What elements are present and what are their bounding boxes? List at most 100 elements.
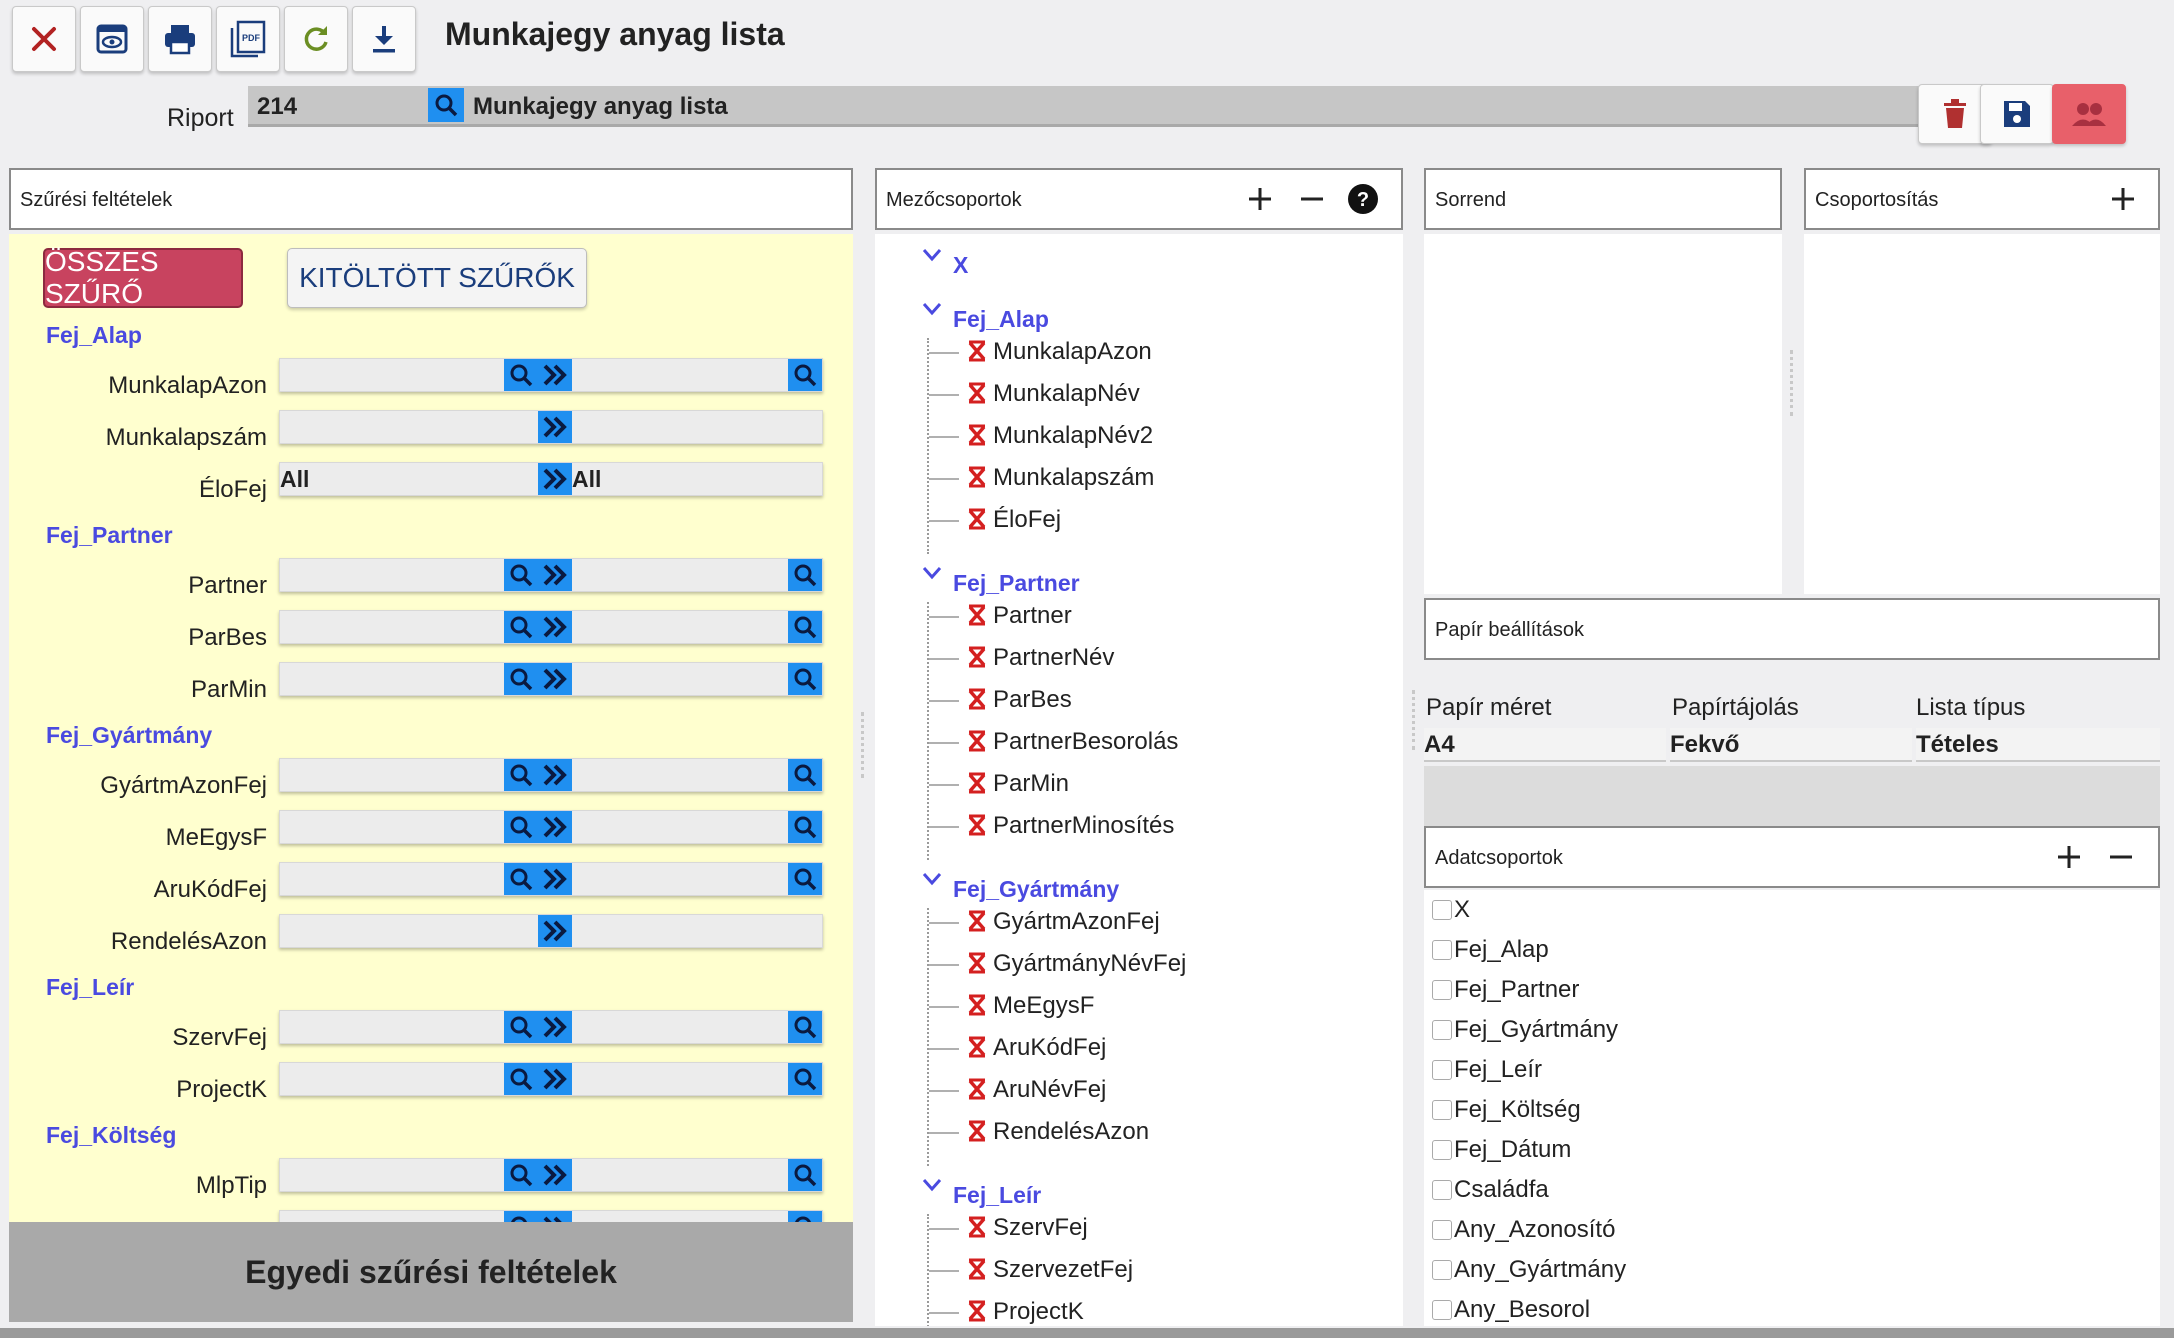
- remove-field-button[interactable]: [967, 1120, 987, 1147]
- remove-field-icon[interactable]: [967, 772, 987, 794]
- copy-range-button[interactable]: [538, 559, 572, 591]
- tree-field-item[interactable]: MunkalapAzon: [993, 338, 1152, 365]
- data-group-item[interactable]: X: [1432, 896, 1470, 924]
- plus-icon[interactable]: [1245, 184, 1275, 214]
- data-group-item[interactable]: Fej_Alap: [1432, 936, 1549, 964]
- remove-field-icon[interactable]: [967, 466, 987, 488]
- data-group-item[interactable]: Fej_Leír: [1432, 1056, 1542, 1084]
- copy-range-button[interactable]: [538, 411, 572, 443]
- filter-range-input[interactable]: [279, 1158, 823, 1192]
- remove-field-icon[interactable]: [967, 1120, 987, 1142]
- filter-range-input[interactable]: [279, 662, 823, 696]
- tree-field-item[interactable]: MeEgysF: [993, 992, 1095, 1019]
- tree-toggle[interactable]: [922, 1178, 942, 1197]
- search-from-button[interactable]: [504, 1063, 538, 1095]
- copy-range-button[interactable]: [538, 863, 572, 895]
- filter-range-input[interactable]: [279, 810, 823, 844]
- copy-range-button[interactable]: [538, 1159, 572, 1191]
- search-from-button[interactable]: [504, 759, 538, 791]
- remove-field-icon[interactable]: [967, 1078, 987, 1100]
- tree-toggle[interactable]: [922, 872, 942, 891]
- data-group-item[interactable]: Any_Besorol: [1432, 1296, 1590, 1324]
- grouping-list[interactable]: [1804, 234, 2160, 594]
- remove-field-icon[interactable]: [967, 952, 987, 974]
- preview-button[interactable]: [80, 6, 144, 72]
- search-from-button[interactable]: [504, 863, 538, 895]
- tree-field-item[interactable]: AruNévFej: [993, 1076, 1107, 1103]
- tree-field-item[interactable]: PartnerMinosítés: [993, 812, 1175, 839]
- help-icon[interactable]: ?: [1347, 183, 1379, 215]
- tree-group-title[interactable]: Fej_Partner: [953, 570, 1080, 596]
- search-to-button[interactable]: [788, 863, 822, 895]
- tree-field-item[interactable]: ParMin: [993, 770, 1070, 797]
- remove-field-button[interactable]: [967, 424, 987, 451]
- search-to-button[interactable]: [788, 611, 822, 643]
- search-from-button[interactable]: [504, 559, 538, 591]
- filter-to-value[interactable]: All: [572, 466, 602, 492]
- filter-range-input[interactable]: [279, 410, 823, 444]
- remove-field-button[interactable]: [967, 1216, 987, 1243]
- users-button[interactable]: [2052, 84, 2126, 144]
- splitter-handle[interactable]: [1790, 350, 1799, 416]
- search-to-button[interactable]: [788, 759, 822, 791]
- tree-field-item[interactable]: ParBes: [993, 686, 1072, 713]
- minus-icon[interactable]: [2106, 842, 2136, 872]
- remove-field-button[interactable]: [967, 910, 987, 937]
- plus-icon[interactable]: [2108, 184, 2138, 214]
- tree-field-item[interactable]: ÉloFej: [993, 506, 1062, 533]
- data-group-item[interactable]: Fej_Dátum: [1432, 1136, 1571, 1164]
- remove-field-button[interactable]: [967, 1300, 987, 1326]
- search-to-button[interactable]: [788, 1159, 822, 1191]
- data-group-item[interactable]: Fej_Partner: [1432, 976, 1579, 1004]
- filter-from-value[interactable]: All: [280, 466, 310, 492]
- search-from-button[interactable]: [504, 1159, 538, 1191]
- tree-group-title[interactable]: Fej_Leír: [953, 1182, 1042, 1208]
- paper-size-select[interactable]: A4: [1424, 728, 1666, 762]
- remove-field-icon[interactable]: [967, 508, 987, 530]
- splitter-handle[interactable]: [861, 712, 870, 778]
- search-to-button[interactable]: [788, 811, 822, 843]
- data-group-item[interactable]: Any_Azonosító: [1432, 1216, 1615, 1244]
- remove-field-icon[interactable]: [967, 814, 987, 836]
- remove-field-button[interactable]: [967, 646, 987, 673]
- tab-filled-filters[interactable]: KITÖLTÖTT SZŰRŐK: [287, 248, 587, 308]
- refresh-button[interactable]: [284, 6, 348, 72]
- copy-range-button[interactable]: [538, 759, 572, 791]
- copy-range-button[interactable]: [538, 1063, 572, 1095]
- copy-range-button[interactable]: [538, 1011, 572, 1043]
- tree-toggle[interactable]: [922, 248, 942, 267]
- filter-range-input[interactable]: All All: [279, 462, 823, 496]
- checkbox[interactable]: [1432, 1140, 1452, 1160]
- delete-button[interactable]: [1918, 84, 1992, 144]
- checkbox[interactable]: [1432, 1180, 1452, 1200]
- copy-range-button[interactable]: [538, 463, 572, 495]
- remove-field-icon[interactable]: [967, 424, 987, 446]
- pdf-button[interactable]: PDF: [216, 6, 280, 72]
- copy-range-button[interactable]: [538, 915, 572, 947]
- search-to-button[interactable]: [788, 1011, 822, 1043]
- chevron-down-icon[interactable]: [922, 1178, 942, 1192]
- list-type-select[interactable]: Tételes: [1916, 728, 2160, 762]
- tab-all-filters[interactable]: ÖSSZES SZŰRŐ: [43, 246, 243, 309]
- plus-icon[interactable]: [2054, 842, 2084, 872]
- filter-range-input[interactable]: [279, 610, 823, 644]
- search-to-button[interactable]: [788, 1211, 822, 1222]
- bottom-scrollbar[interactable]: [0, 1328, 2174, 1338]
- remove-field-button[interactable]: [967, 340, 987, 367]
- remove-field-button[interactable]: [967, 1078, 987, 1105]
- save-button[interactable]: [1980, 84, 2054, 144]
- chevron-down-icon[interactable]: [922, 248, 942, 262]
- riport-code[interactable]: 214: [257, 93, 298, 120]
- remove-field-button[interactable]: [967, 814, 987, 841]
- remove-field-button[interactable]: [967, 688, 987, 715]
- remove-field-icon[interactable]: [967, 646, 987, 668]
- search-to-button[interactable]: [788, 1063, 822, 1095]
- remove-field-button[interactable]: [967, 466, 987, 493]
- remove-field-icon[interactable]: [967, 1258, 987, 1280]
- data-group-item[interactable]: Fej_Gyártmány: [1432, 1016, 1618, 1044]
- remove-field-icon[interactable]: [967, 382, 987, 404]
- download-button[interactable]: [352, 6, 416, 72]
- splitter-handle[interactable]: [1412, 690, 1421, 750]
- data-group-item[interactable]: Any_Gyártmány: [1432, 1256, 1626, 1284]
- tree-group-title[interactable]: X: [953, 252, 969, 278]
